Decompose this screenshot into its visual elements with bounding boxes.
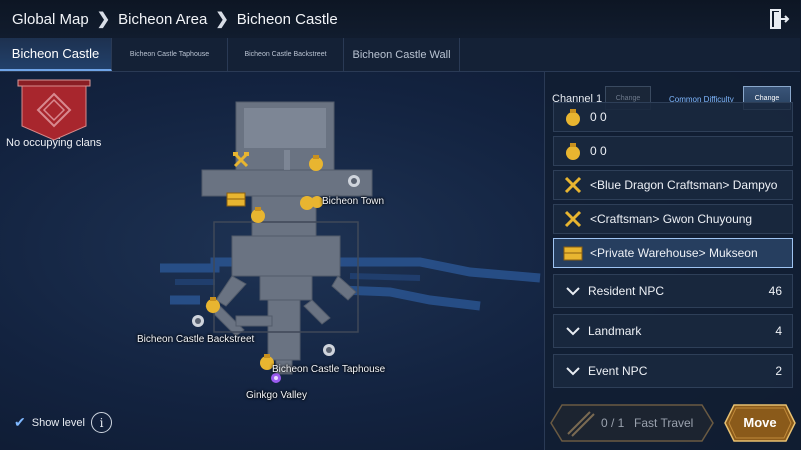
breadcrumb-global-map[interactable]: Global Map (12, 10, 89, 28)
show-level-toggle[interactable]: ✔ Show level (14, 414, 85, 431)
list-item[interactable]: 0 0 (553, 136, 793, 166)
clan-status-text: No occupying clans (6, 137, 102, 149)
list-item-label: <Private Warehouse> Mukseon (590, 246, 758, 260)
list-item-label: <Blue Dragon Craftsman> Dampyo (590, 178, 778, 192)
portal-icon (348, 175, 360, 187)
section-label: Landmark (588, 324, 642, 338)
area-tabs: Bicheon Castle Bicheon Castle Taphouse B… (0, 38, 800, 72)
move-button-frame (724, 404, 796, 442)
fast-travel-button[interactable]: 0 / 1 Fast Travel (550, 404, 714, 442)
chevron-right-icon: ❯ (215, 11, 229, 28)
castle-map[interactable] (0, 72, 541, 450)
section-landmark[interactable]: Landmark 4 (553, 314, 793, 348)
section-resident-npc[interactable]: Resident NPC 46 (553, 274, 793, 308)
chevron-down-icon (566, 367, 580, 376)
list-item-label: 0 0 (590, 144, 607, 158)
fast-travel-count: 0 / 1 (601, 416, 625, 430)
list-item[interactable]: <Blue Dragon Craftsman> Dampyo (553, 170, 793, 200)
chevron-down-icon (566, 287, 580, 296)
money-bag-icon (260, 354, 274, 370)
map-label-ginkgo-valley: Ginkgo Valley (246, 390, 307, 401)
list-item-selected[interactable]: <Private Warehouse> Mukseon (553, 238, 793, 268)
money-bag-icon (566, 143, 580, 160)
money-bag-icon (309, 155, 323, 171)
section-label: Resident NPC (588, 284, 665, 298)
crossed-hammers-icon (233, 152, 249, 168)
section-count: 4 (775, 324, 782, 338)
checkmark-icon[interactable]: ✔ (14, 414, 26, 430)
crossed-hammers-icon (564, 210, 582, 228)
section-count: 2 (775, 364, 782, 378)
money-bag-icon (206, 297, 220, 313)
move-label: Move (743, 415, 777, 430)
river (160, 257, 541, 311)
chevron-down-icon (566, 327, 580, 336)
tab-bicheon-castle[interactable]: Bicheon Castle (0, 38, 112, 71)
list-item-label: 0 0 (590, 110, 607, 124)
list-item-label: <Craftsman> Gwon Chuyoung (590, 212, 753, 226)
info-icon[interactable]: i (91, 412, 112, 433)
breadcrumb-bicheon-castle: Bicheon Castle (236, 10, 338, 28)
tab-bicheon-castle-taphouse[interactable]: Bicheon Castle Taphouse (112, 38, 228, 71)
fast-travel-label: Fast Travel (634, 416, 694, 430)
section-label: Event NPC (588, 364, 648, 378)
chevron-right-icon: ❯ (96, 11, 111, 28)
npc-list[interactable]: 0 0 0 0 <Blue Dragon Craftsman> Dampyo <… (551, 102, 797, 388)
map-label-taphouse: Bicheon Castle Taphouse (272, 364, 386, 375)
list-item[interactable]: <Craftsman> Gwon Chuyoung (553, 204, 793, 234)
list-item[interactable]: 0 0 (553, 102, 793, 132)
breadcrumb: Global Map ❯ Bicheon Area ❯ Bicheon Cast… (0, 0, 800, 38)
clan-banner-icon (17, 79, 91, 141)
difficulty-label: Common Difficulty (669, 95, 734, 104)
crossed-hammers-icon (564, 176, 582, 194)
tab-bicheon-castle-wall[interactable]: Bicheon Castle Wall (344, 38, 460, 71)
section-count: 46 (768, 284, 782, 298)
show-level-label: Show level (31, 416, 85, 429)
portal-icon (192, 315, 204, 327)
money-bag-icon (566, 109, 580, 126)
section-event-npc[interactable]: Event NPC 2 (553, 354, 793, 388)
warehouse-chest-icon (226, 192, 246, 207)
npc-panel: Channel 1 Change Common Difficulty Chang… (544, 72, 800, 450)
portal-icon (323, 344, 335, 356)
move-button[interactable]: Move (724, 404, 796, 442)
fast-travel-frame (550, 404, 714, 442)
map-label-bicheon-town: Bicheon Town (322, 196, 385, 207)
money-bag-icon (251, 207, 265, 223)
warehouse-chest-icon (563, 246, 583, 261)
tab-bicheon-castle-backstreet[interactable]: Bicheon Castle Backstreet (228, 38, 344, 71)
map-label-backstreet: Bicheon Castle Backstreet (137, 334, 255, 345)
exit-icon[interactable] (768, 8, 790, 30)
money-bag-icon (300, 196, 323, 210)
player-marker-icon (271, 373, 281, 383)
breadcrumb-bicheon-area[interactable]: Bicheon Area (118, 10, 208, 28)
